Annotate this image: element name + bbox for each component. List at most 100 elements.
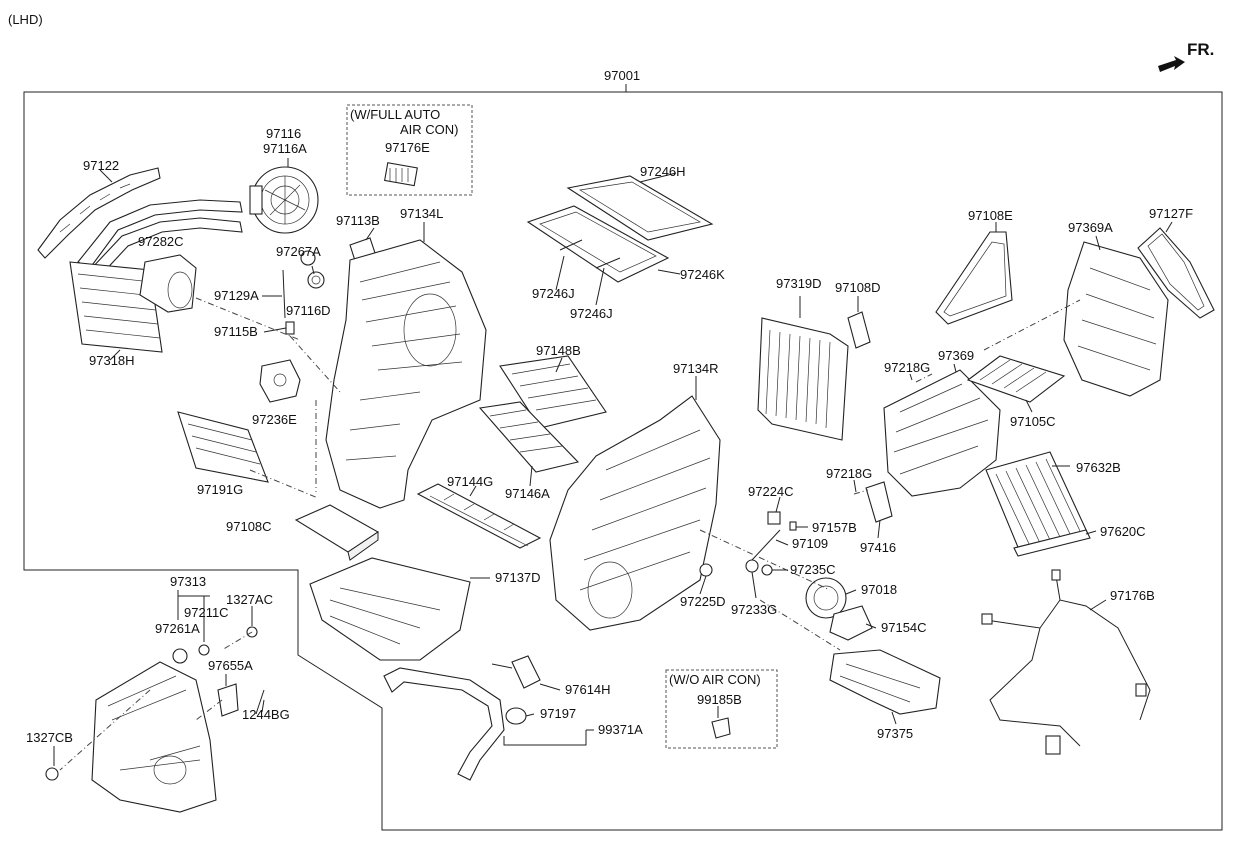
callout-97134l: 97134L	[400, 206, 443, 221]
front-arrow-icon	[1158, 56, 1185, 72]
callout-97122: 97122	[83, 158, 119, 173]
part-97236e-actuator	[259, 359, 301, 403]
part-97375-duct	[829, 649, 941, 715]
callout-97235c: 97235C	[790, 562, 836, 577]
part-97108e-seal	[935, 231, 1013, 325]
callout-97108e: 97108E	[968, 208, 1013, 223]
callout-97116: 97116	[266, 126, 301, 141]
part-97018-motor	[805, 577, 847, 619]
callout-97113b: 97113B	[336, 213, 380, 228]
part-small-actuator-links	[282, 250, 325, 335]
callout-97313: 97313	[170, 574, 206, 589]
full-auto-note-line2: AIR CON)	[400, 122, 459, 137]
part-97191g-core	[177, 411, 269, 483]
callout-97416: 97416	[860, 540, 896, 555]
callout-97176b: 97176B	[1110, 588, 1155, 603]
part-97108d-seal	[847, 311, 871, 349]
callout-97116d: 97116D	[286, 303, 331, 318]
part-97127f-seal	[1137, 227, 1215, 319]
part-97105c-mesh	[966, 355, 1066, 403]
part-97246k-filter-frame	[526, 205, 670, 283]
part-97122-bracket	[37, 167, 161, 259]
part-97246h-filter-frame	[566, 175, 714, 241]
callout-97116a: 97116A	[263, 141, 307, 156]
part-97148b-door	[499, 355, 607, 429]
callout-97267a: 97267A	[276, 244, 321, 259]
callout-97176e: 97176E	[385, 140, 430, 155]
callout-1244bg: 1244BG	[242, 707, 290, 722]
callout-97369: 97369	[938, 348, 974, 363]
callout-97129a: 97129A	[214, 288, 259, 303]
callout-1327ac: 1327AC	[226, 592, 273, 607]
part-97108c-tray	[294, 504, 380, 561]
callout-97191g: 97191G	[197, 482, 243, 497]
part-97116-blower-motor	[249, 166, 319, 234]
alignment-lines	[59, 297, 1081, 771]
part-97282c-duct	[139, 254, 197, 313]
callout-1327cb: 1327CB	[26, 730, 73, 745]
part-97246j-rods	[559, 239, 621, 269]
part-97144g-strip	[416, 483, 542, 549]
part-97369-case	[883, 369, 1001, 497]
assembly-number: 97001	[604, 68, 640, 83]
part-97134l-left-housing	[325, 239, 487, 509]
callout-97319d: 97319D	[776, 276, 822, 291]
callout-97620c: 97620C	[1100, 524, 1146, 539]
leader-lines	[53, 172, 1173, 766]
part-97137d-lower-case	[309, 557, 471, 661]
full-auto-note-line1: (W/FULL AUTO	[350, 107, 440, 122]
part-97318h-heater-core	[69, 261, 163, 353]
part-99185b-plug	[711, 717, 731, 739]
part-small-screws-left	[45, 626, 265, 781]
assembly-frame	[23, 91, 1223, 831]
callout-97282c: 97282C	[138, 234, 184, 249]
variant-label: (LHD)	[8, 12, 43, 27]
part-97319d-evaporator	[757, 317, 849, 441]
callout-97233g: 97233G	[731, 602, 777, 617]
part-97313-subassembly	[91, 661, 217, 813]
callout-97225d: 97225D	[680, 594, 726, 609]
callout-97018: 97018	[861, 582, 897, 597]
part-97146a-grille	[478, 401, 580, 473]
part-97134r-right-housing	[549, 395, 721, 631]
callout-97127f: 97127F	[1149, 206, 1193, 221]
callout-97218g-2: 97218G	[826, 466, 872, 481]
part-99371a-hose	[383, 667, 527, 781]
callout-97246k: 97246K	[680, 267, 725, 282]
callout-99371a: 99371A	[598, 722, 643, 737]
part-97416-actuator	[865, 481, 893, 523]
callout-97108c: 97108C	[226, 519, 272, 534]
part-small-fittings-center	[699, 511, 797, 577]
callout-97236e: 97236E	[252, 412, 297, 427]
callout-97614h: 97614H	[565, 682, 611, 697]
callout-97246j-2: 97246J	[570, 306, 613, 321]
part-97620c-frame	[1013, 529, 1091, 557]
callout-97157b: 97157B	[812, 520, 857, 535]
callout-97632b: 97632B	[1076, 460, 1121, 475]
callout-97318h: 97318H	[89, 353, 135, 368]
callout-97261a: 97261A	[155, 621, 200, 636]
callout-97115b: 97115B	[214, 324, 258, 339]
front-label: FR.	[1187, 40, 1214, 59]
callout-97375: 97375	[877, 726, 913, 741]
part-97176b-harness	[981, 569, 1151, 755]
callout-97655a: 97655A	[208, 658, 253, 673]
callout-97246h: 97246H	[640, 164, 686, 179]
callout-99185b: 99185B	[697, 692, 742, 707]
callout-97246j-1: 97246J	[532, 286, 575, 301]
full-auto-option-box	[346, 104, 473, 196]
callout-97146a: 97146A	[505, 486, 550, 501]
callout-97134r: 97134R	[673, 361, 719, 376]
callout-97105c: 97105C	[1010, 414, 1056, 429]
callout-97369a: 97369A	[1068, 220, 1113, 235]
callout-97154c: 97154C	[881, 620, 927, 635]
wo-aircon-note: (W/O AIR CON)	[669, 672, 761, 687]
callout-97108d: 97108D	[835, 280, 881, 295]
callout-97218g-1: 97218G	[884, 360, 930, 375]
part-97176e-sensor	[384, 162, 418, 187]
callout-97109: 97109	[792, 536, 828, 551]
callout-97144g: 97144G	[447, 474, 493, 489]
callout-97211c: 97211C	[184, 605, 229, 620]
callout-97148b: 97148B	[536, 343, 581, 358]
